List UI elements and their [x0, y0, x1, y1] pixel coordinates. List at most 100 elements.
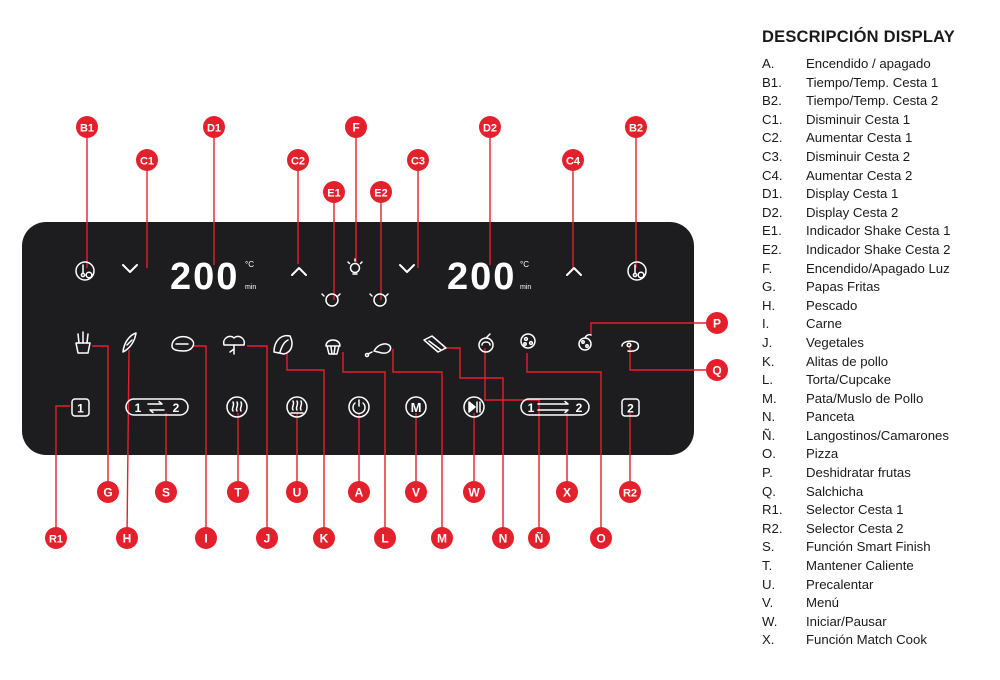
legend-item-text: Display Cesta 2: [806, 204, 899, 220]
callout-label: J: [264, 532, 271, 546]
legend-item-text: Indicador Shake Cesta 2: [806, 241, 951, 257]
callout-D2: D2: [479, 116, 501, 138]
callout-label: B2: [629, 123, 643, 135]
callout-T: T: [227, 481, 249, 503]
callout-X: X: [556, 481, 578, 503]
legend-item-text: Tiempo/Temp. Cesta 2: [806, 93, 939, 109]
callout-I: I: [195, 527, 217, 549]
callout-label: X: [563, 486, 571, 500]
callout-marker: [479, 116, 501, 138]
callout-marker: [370, 181, 392, 203]
match-cook-button[interactable]: [520, 398, 590, 416]
chicken-wings-icon[interactable]: [273, 334, 293, 355]
callout-marker: [45, 527, 67, 549]
chevron-up-icon-c2[interactable]: [291, 267, 307, 276]
chevron-down-icon-c3[interactable]: [399, 264, 415, 273]
legend-item-code: W.: [762, 613, 778, 629]
callout-E1: E1: [323, 181, 345, 203]
legend-item-text: Función Match Cook: [806, 632, 927, 648]
shrimp-icon[interactable]: [478, 333, 494, 353]
start-pause-button[interactable]: [463, 396, 485, 418]
legend-item-code: H.: [762, 297, 776, 313]
legend-item-text: Pata/Muslo de Pollo: [806, 390, 924, 406]
callout-R1: R1: [45, 527, 67, 549]
callout-label: T: [234, 486, 242, 500]
callout-marker: [706, 359, 728, 381]
callout-E2: E2: [370, 181, 392, 203]
fish-icon[interactable]: [122, 332, 137, 353]
legend-item-code: U.: [762, 576, 776, 592]
legend-item-text: Alitas de pollo: [806, 353, 889, 369]
time-temp-icon-b1[interactable]: [75, 261, 95, 281]
chevron-down-icon-c1[interactable]: [122, 264, 138, 273]
selector-basket-1-button[interactable]: [71, 398, 90, 417]
legend-item-code: Ñ.: [762, 427, 776, 443]
legend-item: B2.Tiempo/Temp. Cesta 2: [762, 92, 994, 111]
legend-item: O.Pizza: [762, 445, 994, 464]
legend-item-text: Iniciar/Pausar: [806, 613, 887, 629]
legend-item: C1.Disminuir Cesta 1: [762, 111, 994, 130]
preheat-button[interactable]: [286, 396, 308, 418]
callout-label: C4: [566, 156, 581, 168]
chicken-leg-icon[interactable]: [364, 343, 392, 358]
cupcake-icon[interactable]: [325, 339, 341, 355]
legend-item: C2.Aumentar Cesta 1: [762, 129, 994, 148]
power-button[interactable]: [348, 396, 370, 418]
callout-K: K: [313, 527, 335, 549]
menu-button[interactable]: [405, 396, 427, 418]
callout-W: W: [463, 481, 485, 503]
callout-marker: [323, 181, 345, 203]
sausage-icon[interactable]: [621, 340, 640, 352]
pizza-icon[interactable]: [520, 333, 536, 349]
legend-item: R2.Selector Cesta 2: [762, 520, 994, 539]
legend-item: E1.Indicador Shake Cesta 1: [762, 222, 994, 241]
leader-I: [192, 345, 207, 538]
callout-label: C3: [411, 156, 425, 168]
leader-lines: [55, 127, 706, 539]
callout-label: E1: [327, 188, 340, 200]
callout-marker: [195, 527, 217, 549]
legend-item-text: Aumentar Cesta 1: [806, 130, 913, 146]
legend-item-text: Disminuir Cesta 1: [806, 111, 911, 127]
menu-label: M: [411, 400, 422, 415]
light-bulb-icon[interactable]: [347, 258, 363, 275]
vegetables-icon[interactable]: [222, 335, 246, 355]
shake-icon-e2: [369, 293, 389, 307]
callout-Ñ: Ñ: [528, 527, 550, 549]
legend-item: P.Deshidratar frutas: [762, 464, 994, 483]
legend-item-code: E1.: [762, 223, 782, 239]
display-1-digits: 200: [170, 256, 239, 298]
legend-item-text: Panceta: [806, 409, 855, 425]
legend-item-text: Torta/Cupcake: [806, 372, 892, 388]
dried-fruit-icon[interactable]: [578, 333, 592, 351]
chevron-up-icon-c4[interactable]: [566, 267, 582, 276]
display-1-unit-temp: °C: [245, 260, 254, 269]
legend-item: E2.Indicador Shake Cesta 2: [762, 241, 994, 260]
callout-marker: [227, 481, 249, 503]
callout-marker: [116, 527, 138, 549]
callout-V: V: [405, 481, 427, 503]
fries-icon[interactable]: [75, 331, 91, 354]
callout-G: G: [97, 481, 119, 503]
shake-icon-e1: [321, 293, 341, 307]
legend-item: S.Función Smart Finish: [762, 538, 994, 557]
callout-B2: B2: [625, 116, 647, 138]
legend-item: H.Pescado: [762, 297, 994, 316]
legend-item-text: Tiempo/Temp. Cesta 1: [806, 74, 939, 90]
time-temp-icon-b2[interactable]: [627, 261, 647, 281]
legend-item-text: Pizza: [806, 446, 839, 462]
callout-C4: C4: [562, 149, 584, 171]
leader-J: [247, 345, 268, 538]
legend-item-text: Langostinos/Camarones: [806, 427, 949, 443]
callout-label: C1: [140, 156, 154, 168]
keep-warm-button[interactable]: [226, 396, 248, 418]
meat-icon[interactable]: [171, 335, 195, 352]
callout-marker: [562, 149, 584, 171]
callout-label: I: [204, 532, 207, 546]
bacon-icon[interactable]: [423, 335, 447, 353]
selector-basket-2-button[interactable]: [621, 398, 640, 417]
legend-item: M.Pata/Muslo de Pollo: [762, 390, 994, 409]
legend-item: W. Iniciar/Pausar: [762, 613, 994, 632]
smart-finish-button[interactable]: [125, 398, 189, 416]
